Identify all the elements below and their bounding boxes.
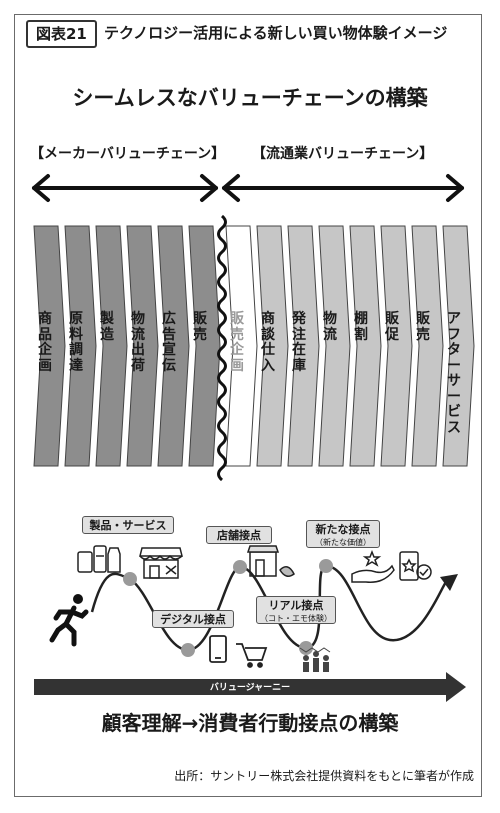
journey-dot [181, 643, 195, 657]
maker-stage-shape [126, 225, 159, 467]
people-icon [299, 647, 331, 672]
maker-stage-shape [157, 225, 190, 467]
retail-stage-shape [256, 225, 289, 467]
touchpoint-sublabel: （新たな価値） [315, 538, 371, 547]
touchpoint-label: 製品・サービス [89, 519, 167, 532]
cart-icon [236, 643, 268, 668]
touchpoint-sublabel: （コト・エモ体験） [260, 614, 332, 623]
journey-dot [123, 572, 137, 586]
phone-icon [209, 635, 227, 663]
value-journey-label: バリュージャーニー [209, 683, 291, 693]
maker-stage-label: 販売 [193, 311, 207, 343]
maker-stage-shape [64, 225, 97, 467]
retail-stage-shape [318, 225, 351, 467]
journey-wave-arrowhead [440, 574, 458, 591]
maker-stage-label: 原料調達 [69, 311, 83, 374]
touchpoint-label: デジタル接点 [160, 613, 226, 626]
retail-stage-label: 販売企画 [230, 311, 244, 374]
touchpoint-box: 新たな接点 （新たな価値） [306, 520, 380, 548]
journey-dot [319, 559, 333, 573]
retail-chain-arrow [222, 174, 464, 202]
retail-stage-shape [349, 225, 382, 467]
source-note: 出所：サントリー株式会社提供資料をもとに筆者が作成 [174, 769, 474, 783]
maker-chain-label: 【メーカーバリューチェーン】 [30, 146, 226, 162]
maker-chain-arrow [32, 174, 218, 202]
retail-stage-label: アフターサービス [447, 311, 461, 436]
store-icon [246, 545, 295, 577]
retail-stage-label: 販売 [416, 311, 430, 343]
touchpoint-label: リアル接点 [268, 599, 324, 612]
maker-stage-label: 製造 [100, 311, 114, 343]
chain-seam [217, 214, 227, 482]
maker-stage-label: 物流出荷 [131, 311, 145, 374]
value-journey-arrow [34, 672, 466, 702]
products-icon [77, 545, 121, 573]
retail-stage-label: 棚割 [354, 311, 368, 343]
figure-label: 図表21 [26, 20, 97, 48]
retail-stage-label: 販促 [385, 311, 399, 343]
journey-dot [299, 641, 313, 655]
touchpoint-box: リアル接点 （コト・エモ体験） [256, 596, 336, 624]
maker-stage-shape [33, 225, 66, 467]
touchpoint-box: 製品・サービス [82, 516, 174, 534]
touchpoint-box: 店舗接点 [206, 526, 272, 544]
maker-stage-shape [188, 225, 221, 467]
bottom-title: 顧客理解→消費者行動接点の構築 [101, 711, 399, 735]
touchpoint-label: 店舗接点 [217, 529, 261, 542]
retail-stage-shape [287, 225, 320, 467]
main-title: シームレスなバリューチェーンの構築 [72, 86, 428, 110]
maker-stage-shape [95, 225, 128, 467]
hand-star-icon [351, 549, 395, 583]
journey-dot [233, 560, 247, 574]
retail-stage-shape [411, 225, 444, 467]
figure-title: テクノロジー活用による新しい買い物体験イメージ [104, 24, 448, 42]
retail-stage-shape [225, 225, 258, 467]
touchpoint-box: デジタル接点 [152, 610, 234, 628]
retail-stage-shape [442, 225, 475, 467]
shop-icon [139, 547, 183, 579]
maker-stage-label: 広告宣伝 [162, 311, 176, 374]
touchpoint-label: 新たな接点 [315, 523, 371, 536]
retail-stage-label: 発注在庫 [292, 311, 306, 374]
maker-stage-label: 商品企画 [38, 311, 52, 374]
retail-chain-label: 【流通業バリューチェーン】 [252, 146, 434, 162]
retail-stage-label: 物流 [323, 311, 337, 343]
figure-frame [14, 14, 482, 797]
smartphone-star-icon [399, 551, 432, 581]
retail-stage-shape [380, 225, 413, 467]
runner-icon [49, 594, 89, 647]
retail-stage-label: 商談仕入 [261, 311, 275, 374]
